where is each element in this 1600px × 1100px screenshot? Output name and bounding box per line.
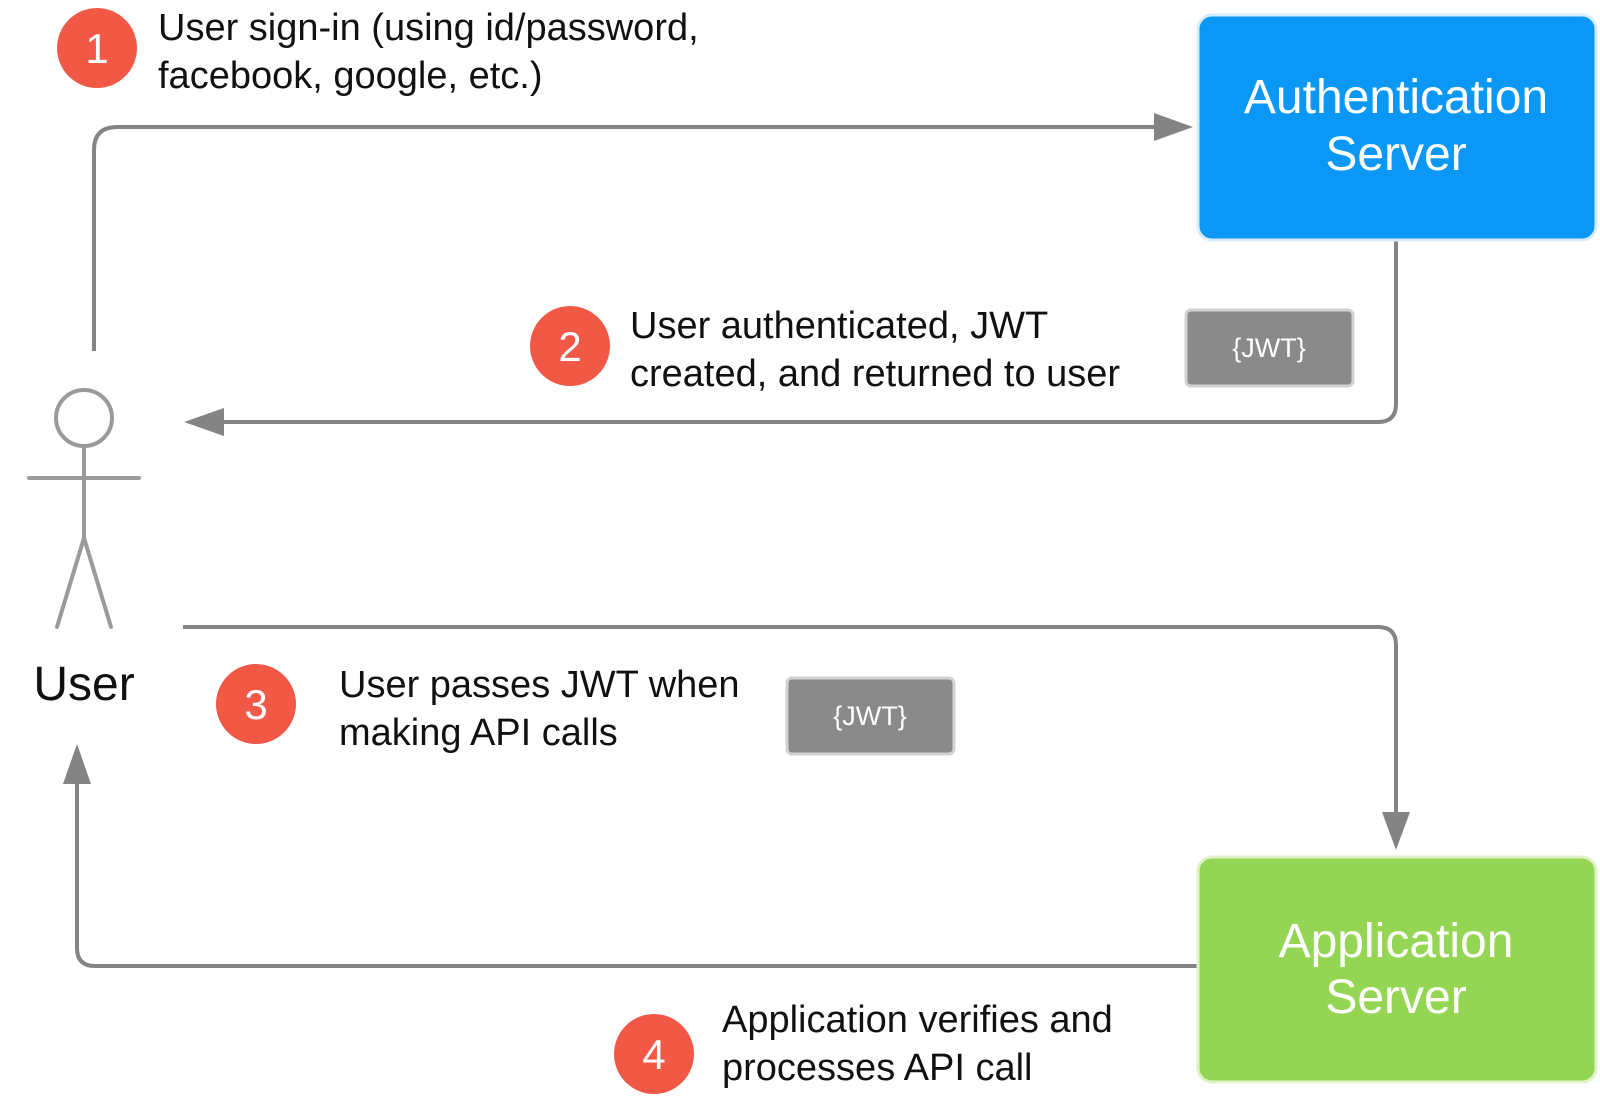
connector-step-3 bbox=[183, 625, 1398, 812]
step-text-line-1: User passes JWT when bbox=[339, 664, 740, 706]
step-1: 1 User sign-in (using id/password, faceb… bbox=[57, 7, 699, 97]
arrowhead-to-auth-server bbox=[1154, 113, 1193, 141]
app-server-label-line-1: Application bbox=[1279, 915, 1514, 968]
connector-step-1 bbox=[92, 125, 1155, 351]
jwt-token-badge: {JWT} bbox=[785, 676, 956, 756]
jwt-token-label: {JWT} bbox=[833, 701, 907, 731]
step-3: 3 User passes JWT when making API calls bbox=[216, 664, 740, 754]
step-text-line-1: Application verifies and bbox=[722, 999, 1113, 1041]
step-text-line-2: making API calls bbox=[339, 712, 618, 754]
connector-step-4 bbox=[75, 782, 1200, 968]
application-server-box: Application Server bbox=[1196, 855, 1598, 1084]
auth-server-label-line-1: Authentication bbox=[1244, 71, 1548, 124]
arrowhead-to-user-from-app bbox=[63, 744, 91, 784]
authentication-server-box: Authentication Server bbox=[1196, 13, 1598, 242]
step-text-line-1: User authenticated, JWT bbox=[630, 305, 1048, 347]
step-text-line-2: processes API call bbox=[722, 1047, 1032, 1089]
stick-figure-icon bbox=[27, 388, 141, 629]
jwt-token-label: {JWT} bbox=[1232, 333, 1306, 363]
jwt-token-badge: {JWT} bbox=[1184, 308, 1355, 388]
step-badge bbox=[614, 1014, 694, 1094]
step-badge bbox=[57, 8, 137, 88]
step-number: 1 bbox=[85, 25, 108, 72]
arrowhead-to-app-server bbox=[1382, 812, 1410, 850]
step-4: 4 Application verifies and processes API… bbox=[614, 999, 1113, 1094]
app-server-label-line-2: Server bbox=[1325, 971, 1466, 1024]
step-number: 4 bbox=[642, 1031, 665, 1078]
connector-step-2 bbox=[222, 240, 1398, 424]
user-label: User bbox=[33, 658, 134, 711]
step-2: 2 User authenticated, JWT created, and r… bbox=[530, 305, 1120, 395]
step-text-line-1: User sign-in (using id/password, bbox=[158, 7, 699, 49]
step-number: 2 bbox=[558, 323, 581, 370]
step-text-line-2: facebook, google, etc.) bbox=[158, 55, 542, 97]
step-badge bbox=[530, 306, 610, 386]
arrowhead-to-user-from-auth bbox=[184, 408, 224, 436]
step-number: 3 bbox=[244, 681, 267, 728]
user-actor: User bbox=[27, 388, 141, 711]
step-text-line-2: created, and returned to user bbox=[630, 353, 1120, 395]
step-badge bbox=[216, 664, 296, 744]
auth-server-label-line-2: Server bbox=[1325, 128, 1466, 181]
